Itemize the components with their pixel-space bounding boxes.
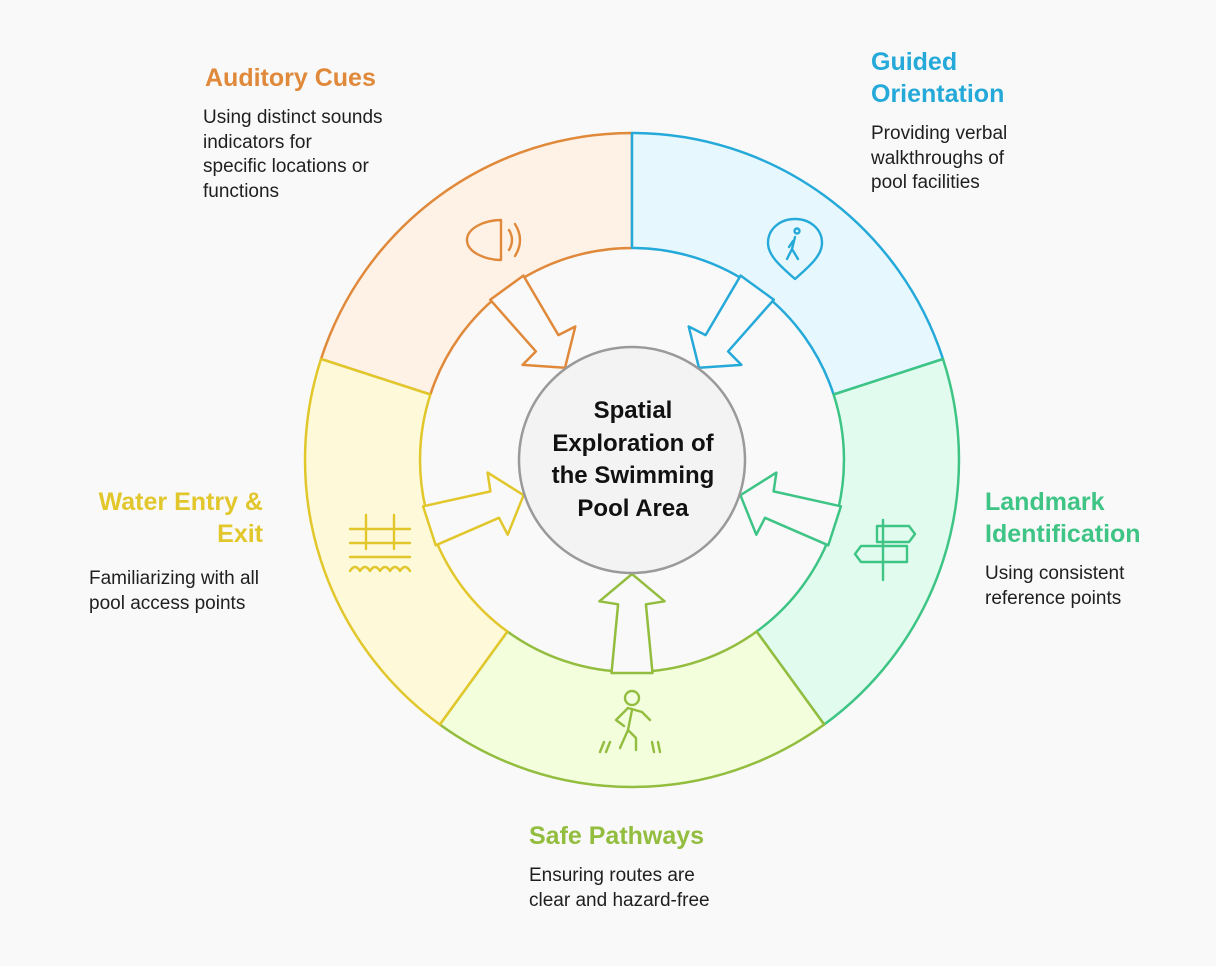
ring-segment-auditory — [319, 131, 634, 396]
desc-line: Providing verbal — [871, 123, 1008, 144]
ring-segment-guided — [630, 131, 945, 396]
arrow-water — [421, 471, 525, 547]
desc-line: indicators for — [203, 131, 312, 153]
landmark-identification-title: Landmark Identification — [985, 486, 1141, 550]
desc-line: pool access points — [89, 592, 246, 614]
ring-segment-landmark — [755, 357, 961, 726]
title-line: Exit — [217, 520, 263, 548]
desc-line: Ensuring routes are — [529, 865, 695, 886]
guided-orientation-title: Guided Orientation — [871, 46, 1007, 110]
desc-line: clear and hazard-free — [529, 889, 710, 911]
safe-pathways-title: Safe Pathways — [529, 820, 710, 852]
safe-pathways-description: Ensuring routes are clear and hazard-fre… — [529, 864, 710, 913]
pool-ladder-icon — [348, 513, 412, 573]
title-line: Orientation — [871, 80, 1005, 108]
title-line: Landmark — [985, 488, 1105, 516]
center-title: Spatial Exploration of the Swimming Pool… — [523, 395, 743, 525]
desc-line: pool facilities — [871, 172, 980, 193]
center-title-line: Exploration of — [552, 429, 714, 457]
desc-line: Familiarizing with all — [89, 568, 259, 589]
title-line: Water Entry & — [98, 488, 263, 516]
arrow-auditory — [488, 274, 577, 370]
auditory-cues-description: Using distinct sounds indicators for spe… — [203, 106, 383, 204]
safe-pathways-label: Safe Pathways Ensuring routes are clear … — [529, 820, 710, 913]
landmark-identification-description: Using consistent reference points — [985, 562, 1141, 611]
water-entry-exit-description: Familiarizing with all pool access point… — [89, 555, 259, 616]
water-entry-exit-title: Water Entry & Exit — [60, 486, 263, 550]
ring-segment-water — [303, 357, 509, 726]
landmark-identification-label: Landmark Identification Using consistent… — [985, 486, 1141, 611]
arrow-landmark — [739, 471, 843, 547]
guided-orientation-label: Guided Orientation Providing verbal walk… — [871, 46, 1007, 196]
desc-line: functions — [203, 180, 280, 202]
arrow-safe — [598, 572, 666, 675]
guided-orientation-description: Providing verbal walkthroughs of pool fa… — [871, 122, 1007, 196]
water-entry-exit-title-block: Water Entry & Exit — [60, 486, 263, 550]
center-circle — [517, 345, 747, 575]
center-title-line: the Swimming — [551, 462, 715, 489]
auditory-cues-title: Auditory Cues — [205, 62, 383, 94]
auditory-cues-label: Auditory Cues Using distinct sounds indi… — [203, 62, 383, 204]
map-pin-walker-icon — [766, 217, 824, 281]
center-title-line: Spatial — [593, 397, 673, 424]
title-line: Auditory Cues — [205, 64, 376, 92]
desc-line: Using distinct sounds — [203, 107, 383, 128]
title-line: Safe Pathways — [529, 822, 705, 850]
desc-line: specific locations or — [203, 156, 369, 177]
title-line: Guided — [871, 48, 958, 76]
desc-line: walkthroughs of — [871, 147, 1005, 169]
desc-line: reference points — [985, 587, 1122, 609]
center-title-line: Pool Area — [577, 494, 689, 522]
walking-person-icon — [598, 689, 662, 754]
signpost-icon — [853, 518, 917, 582]
title-line: Identification — [985, 520, 1141, 548]
speaker-icon — [465, 218, 522, 262]
arrow-guided — [687, 274, 776, 370]
desc-line: Using consistent — [985, 563, 1125, 584]
